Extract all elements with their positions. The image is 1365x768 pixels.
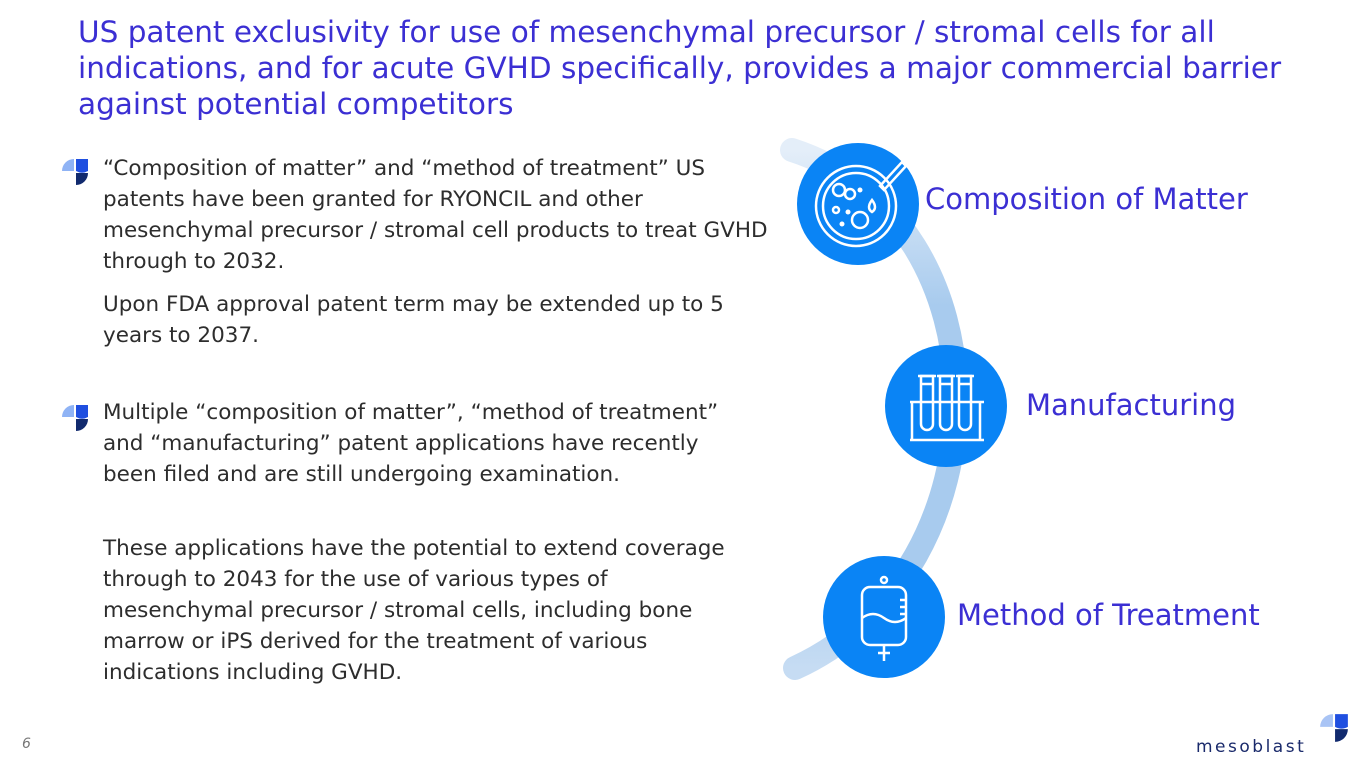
stage-label-method: Method of Treatment xyxy=(957,598,1260,632)
test-tubes-icon xyxy=(885,345,1007,467)
stage-label-composition: Composition of Matter xyxy=(925,182,1248,216)
iv-bag-icon xyxy=(823,556,945,678)
mesoblast-logo-text: mesoblast xyxy=(1196,737,1307,757)
mesoblast-logo-icon xyxy=(1320,714,1348,742)
bullet-logo-icon xyxy=(62,405,88,431)
bullet-2-paragraph-2: These applications have the potential to… xyxy=(103,536,725,685)
petri-dish-icon xyxy=(797,143,919,265)
bullet-logo-icon xyxy=(62,159,88,185)
stage-label-manufacturing: Manufacturing xyxy=(1026,388,1236,422)
page-number: 6 xyxy=(22,736,31,752)
bullet-2-paragraph-1: Multiple “composition of matter”, “metho… xyxy=(103,400,719,487)
bullet-1-paragraph-1: “Composition of matter” and “method of t… xyxy=(103,156,768,274)
bullet-1-paragraph-2: Upon FDA approval patent term may be ext… xyxy=(103,292,724,348)
slide-title: US patent exclusivity for use of mesench… xyxy=(78,15,1282,121)
